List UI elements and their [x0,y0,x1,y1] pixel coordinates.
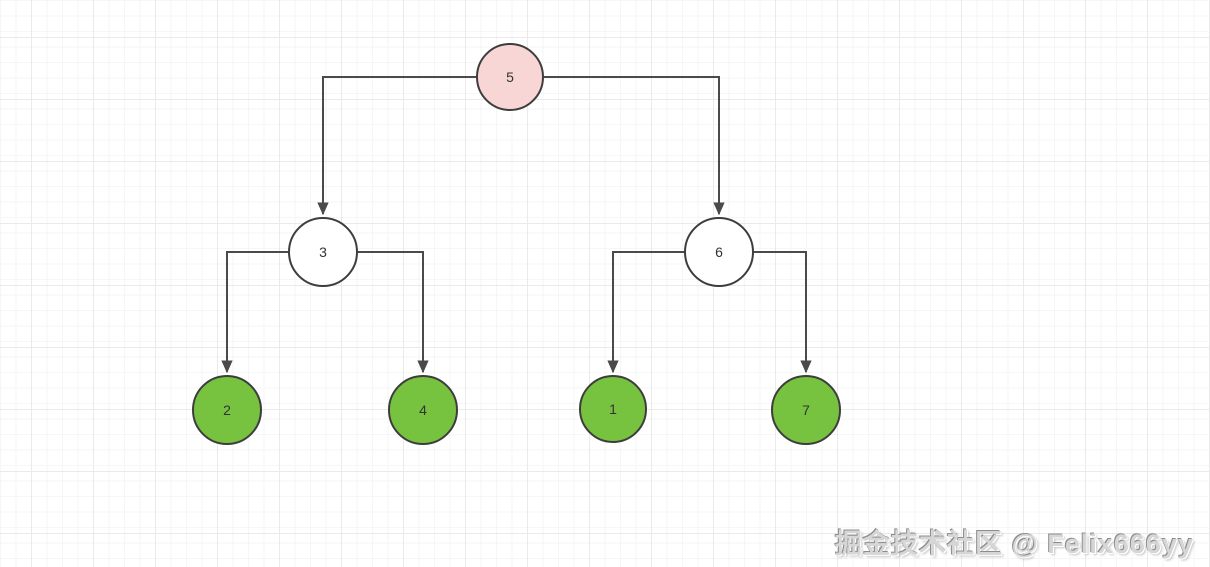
tree-node-5: 5 [476,43,544,111]
tree-node-label-6: 6 [715,244,723,260]
watermark-text: 掘金技术社区 @ Felix666yy [835,529,1194,559]
edge-5-6 [544,76,725,216]
tree-node-2: 2 [192,375,262,445]
tree-node-4: 4 [388,375,458,445]
edge-6-1 [607,251,684,374]
tree-node-3: 3 [288,217,358,287]
edge-3-2 [221,251,288,374]
edge-6-7 [754,251,812,374]
tree-node-6: 6 [684,217,754,287]
tree-node-label-4: 4 [419,402,427,418]
tree-node-label-3: 3 [319,244,327,260]
tree-node-label-7: 7 [802,402,810,418]
tree-node-7: 7 [771,375,841,445]
tree-node-1: 1 [579,375,647,443]
tree-node-label-2: 2 [223,402,231,418]
edge-3-4 [358,251,429,374]
tree-node-label-1: 1 [609,401,617,417]
tree-node-label-5: 5 [506,69,514,85]
edge-5-3 [317,76,476,216]
